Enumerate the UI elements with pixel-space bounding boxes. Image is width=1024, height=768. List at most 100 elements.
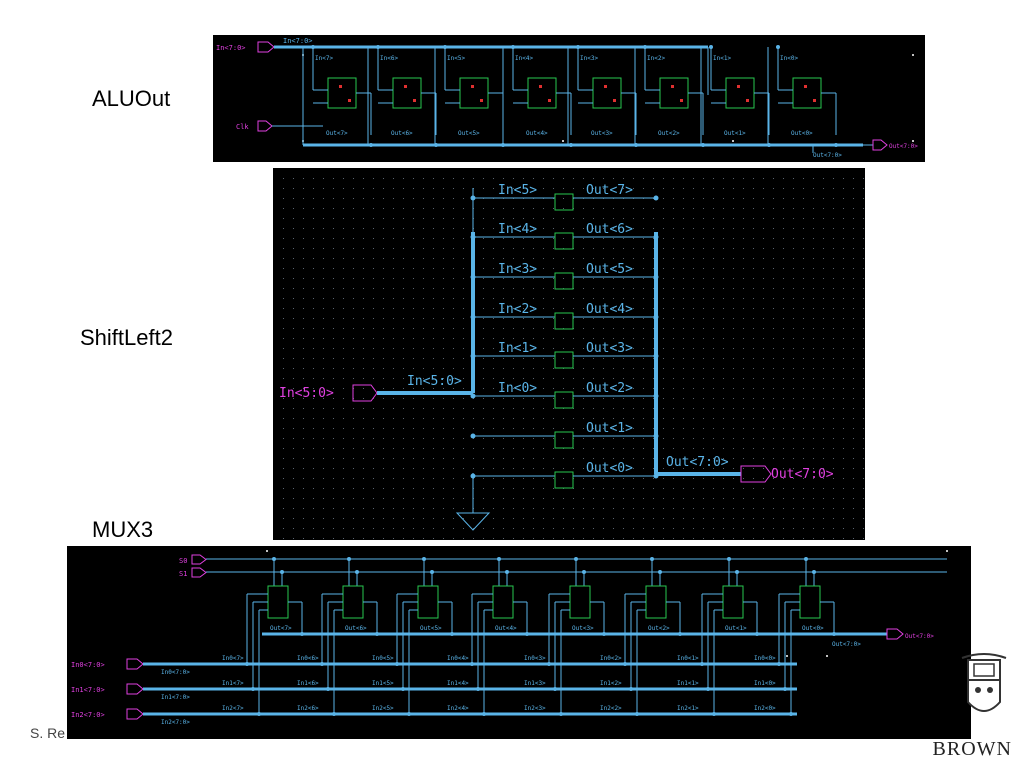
grid-dot [553,378,554,379]
grid-dot [583,538,584,539]
grid-dot [643,288,644,289]
grid-dot [623,348,624,349]
grid-dot [743,448,744,449]
grid-dot [293,538,294,539]
grid-dot [673,498,674,499]
grid-dot [443,428,444,429]
grid-dot [653,538,654,539]
grid-dot [523,388,524,389]
grid-dot [493,318,494,319]
grid-dot [423,308,424,309]
grid-dot [373,228,374,229]
grid-dot [713,218,714,219]
grid-dot [863,338,864,339]
grid-dot [533,338,534,339]
grid-dot [353,448,354,449]
grid-dot [603,188,604,189]
select-pin [191,554,207,565]
grid-dot [303,258,304,259]
grid-dot [683,208,684,209]
grid-dot [503,528,504,529]
grid-dot [353,488,354,489]
grid-dot [313,248,314,249]
grid-dot [703,438,704,439]
grid-dot [623,408,624,409]
grid-dot [723,368,724,369]
junction-dot [653,234,659,240]
grid-dot [293,468,294,469]
grid-dot [603,308,604,309]
grid-dot [773,478,774,479]
grid-dot [503,328,504,329]
grid-dot [283,368,284,369]
grid-dot [443,348,444,349]
grid-dot [483,258,484,259]
grid-dot [353,418,354,419]
grid-dot [523,528,524,529]
grid-dot [523,538,524,539]
grid-dot [563,318,564,319]
grid-dot [673,228,674,229]
grid-dot [463,448,464,449]
grid-dot [853,338,854,339]
grid-dot [523,398,524,399]
grid-dot [683,398,684,399]
grid-dot [823,298,824,299]
grid-dot [443,258,444,259]
grid-dot [693,398,694,399]
grid-dot [613,378,614,379]
grid-dot [493,238,494,239]
grid-dot [813,428,814,429]
grid-dot [493,348,494,349]
grid-dot [723,528,724,529]
grid-dot [483,358,484,359]
grid-dot [483,248,484,249]
grid-dot [293,178,294,179]
grid-dot [533,448,534,449]
grid-dot [863,278,864,279]
grid-dot [643,458,644,459]
grid-dot [463,268,464,269]
grid-dot [353,408,354,409]
grid-dot [833,508,834,509]
grid-dot [863,388,864,389]
grid-dot [793,198,794,199]
grid-dot [713,358,714,359]
grid-dot [423,438,424,439]
grid-dot [353,258,354,259]
grid-dot [583,458,584,459]
out-bit-label: Out<3> [586,341,633,356]
grid-dot [443,208,444,209]
grid-dot [503,508,504,509]
grid-dot [543,178,544,179]
grid-dot [503,488,504,489]
grid-dot [803,208,804,209]
grid-dot [383,518,384,519]
grid-dot [423,448,424,449]
grid-dot [383,448,384,449]
grid-dot [793,388,794,389]
grid-dot [333,228,334,229]
grid-dot [783,328,784,329]
grid-dot [533,178,534,179]
grid-dot [623,338,624,339]
grid-dot [343,188,344,189]
grid-dot [853,328,854,329]
grid-dot [583,408,584,409]
grid-dot [403,268,404,269]
grid-dot [473,408,474,409]
grid-dot [553,438,554,439]
grid-dot [703,368,704,369]
grid-dot [783,268,784,269]
grid-dot [343,308,344,309]
grid-dot [613,328,614,329]
grid-dot [843,278,844,279]
grid-dot [773,538,774,539]
grid-dot [533,468,534,469]
grid-dot [633,258,634,259]
grid-dot [743,408,744,409]
grid-dot [433,408,434,409]
grid-dot [613,478,614,479]
grid-dot [423,458,424,459]
